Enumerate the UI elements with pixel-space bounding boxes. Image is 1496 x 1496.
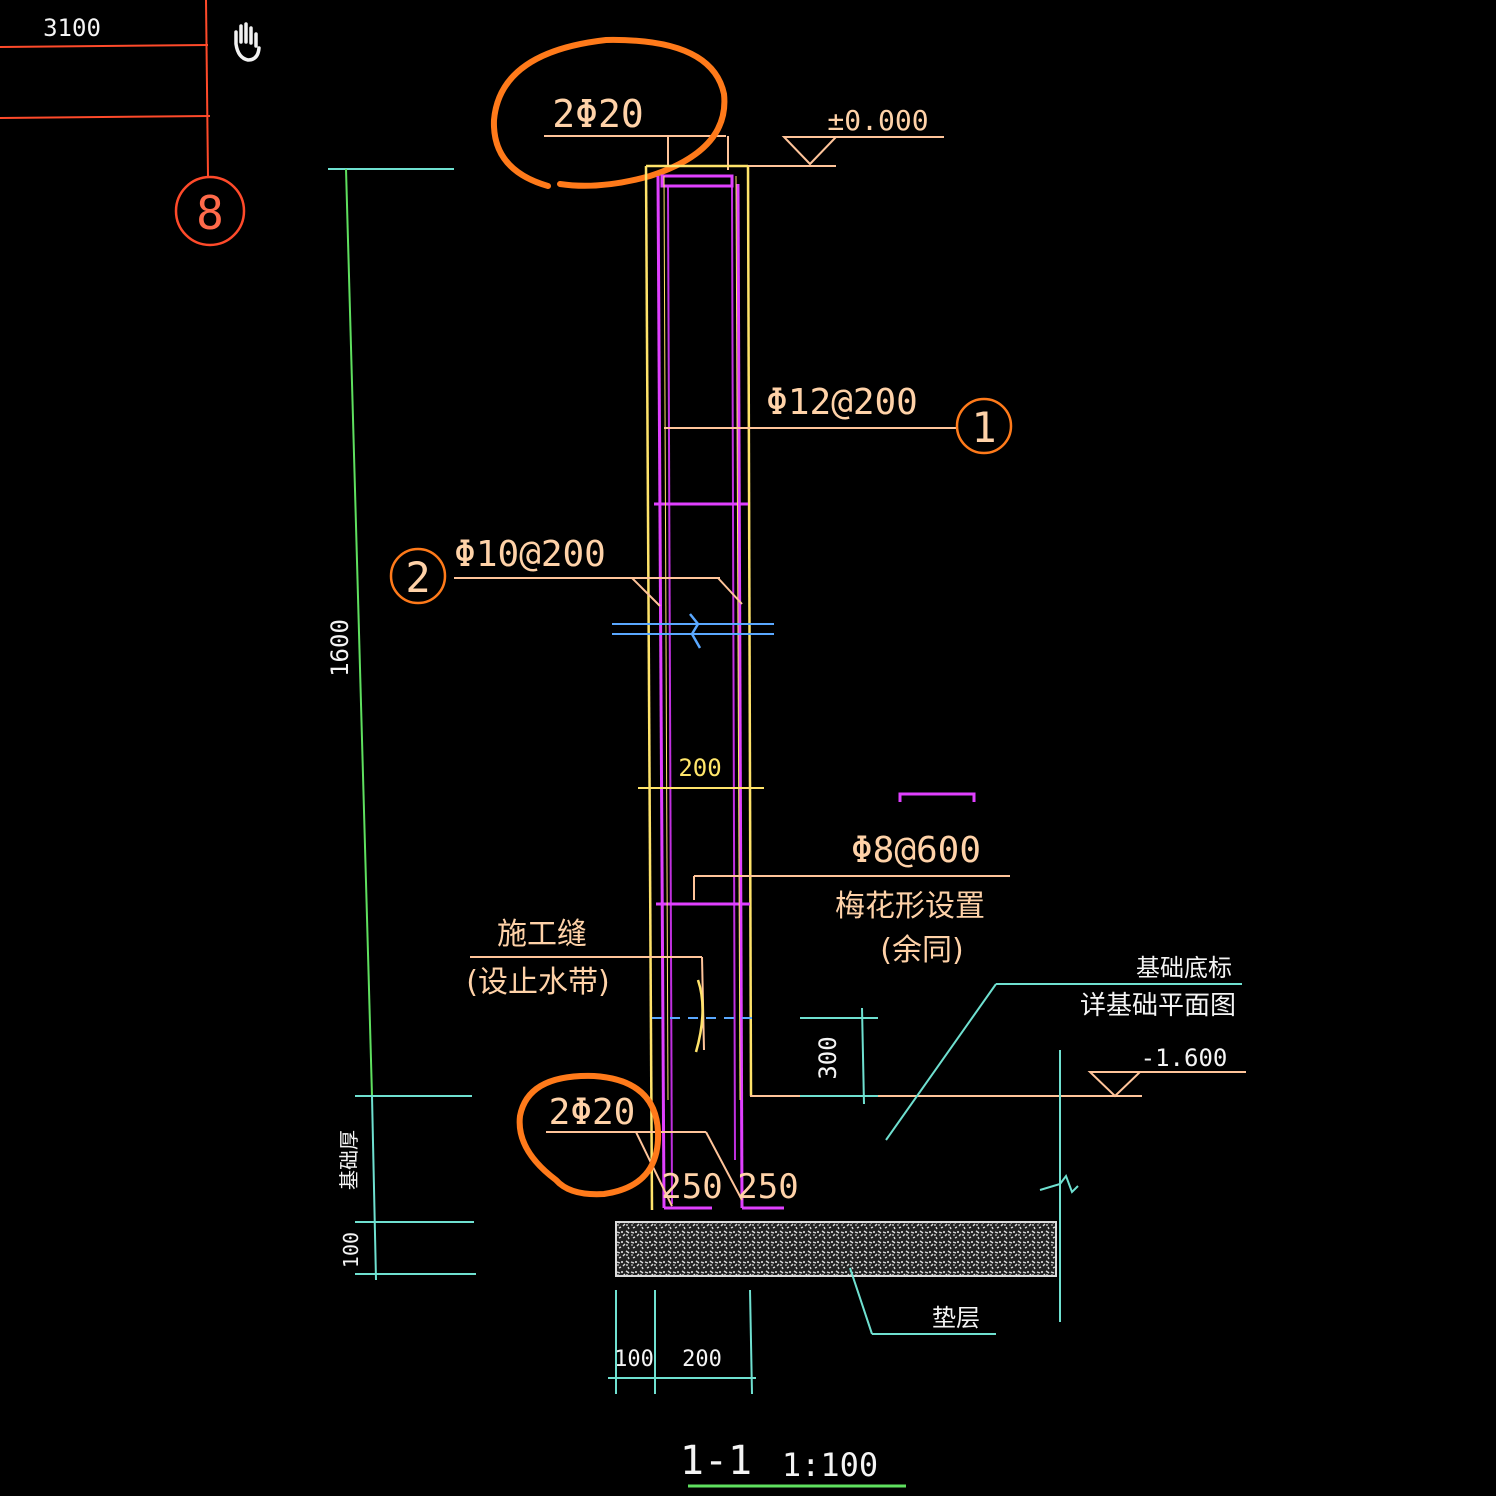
bot-bar-leader-right (705, 1131, 743, 1201)
water-stop-icon (694, 979, 704, 1053)
axis-8-group: 8 3100 (0, 0, 246, 247)
tie-bar-note-2: (余同) (880, 933, 963, 968)
highlight-circle-top-icon (490, 36, 728, 189)
section-title-group: 1-1 1:100 (680, 1438, 906, 1488)
right-break-symbol-icon (1039, 1173, 1079, 1194)
dim-line-lower (371, 1095, 377, 1281)
dim-line-1600 (345, 168, 373, 1097)
joint-label-2: (设止水带) (466, 965, 609, 1000)
axis-bubble-8 (174, 175, 246, 247)
vert-bar-label: Φ10@200 (454, 534, 606, 575)
dim-300-label: 300 (814, 1036, 842, 1079)
left-dimension-group: 1600 基础厚 100 (326, 168, 476, 1281)
cushion-hatch (615, 1221, 1057, 1277)
found-note-leader (885, 983, 997, 1141)
horiz-bar-callout-group: Φ12@200 1 (664, 382, 1013, 455)
wall-face-left (644, 165, 654, 1211)
rebar-vertical-right (736, 183, 744, 1209)
top-bar-label: 2Φ20 (552, 92, 644, 136)
axis-dim-line-bottom (0, 115, 211, 119)
rebar-inner-left (667, 185, 673, 1205)
tie-bar-symbol-icon (898, 792, 976, 802)
bot-bar-label: 2Φ20 (549, 1092, 636, 1133)
tag-label-1: 1 (971, 403, 996, 452)
construction-joint-group: 施工缝 (设止水带) (466, 917, 752, 1053)
wall-inner-line-b (735, 175, 741, 1101)
elevation-triangle-bottom-icon (1087, 1071, 1143, 1098)
break-symbol-icon (689, 613, 702, 649)
section-scale: 1:100 (782, 1446, 878, 1484)
axis-dim-3100: 3100 (43, 14, 101, 42)
highlight-circle-bottom-icon (516, 1072, 662, 1198)
dim-label-100v: 100 (339, 1232, 363, 1268)
hand-cursor-icon[interactable] (234, 22, 261, 62)
horiz-bar-label: Φ12@200 (766, 382, 918, 423)
wall-thk-label: 200 (678, 754, 721, 782)
found-note-label-2: 详基础平面图 (1080, 991, 1236, 1021)
vert-bar-leader-right (717, 577, 743, 605)
rebar-vertical-left (656, 175, 666, 1209)
dim-label-base: 基础厚 (337, 1130, 361, 1190)
vert-bar-leader-left (631, 577, 661, 607)
wall-thickness-dim-group: 200 (638, 754, 764, 789)
bot-bar-leader-left (635, 1131, 673, 1207)
cushion-label: 垫层 (932, 1304, 980, 1332)
axis-line-8 (205, 0, 209, 177)
wall-section-group (644, 164, 784, 1211)
bottom-dimension-group: 100 200 (608, 1289, 756, 1395)
cushion-leader (849, 1267, 873, 1335)
axis-label-8: 8 (196, 186, 224, 240)
lap-right-label: 250 (737, 1167, 798, 1207)
tag-bubble-2 (389, 547, 447, 605)
top-annotation-group: 2Φ20 ±0.000 (490, 36, 944, 189)
foundation-level-group: 300 基础底标 详基础平面图 -1.600 (750, 954, 1246, 1322)
cushion-group: 垫层 (615, 1221, 1057, 1335)
section-title: 1-1 (680, 1438, 752, 1484)
bdim-label-200: 200 (682, 1347, 722, 1372)
bottom-bar-callout-group: 2Φ20 250 250 (516, 1072, 799, 1207)
vert-bar-callout-group: 2 Φ10@200 (389, 534, 743, 607)
axis-dim-line-top (0, 44, 209, 48)
top-bar-box (660, 174, 734, 188)
tie-bar-note: 梅花形设置 (835, 889, 985, 924)
elevation-triangle-top-icon (781, 136, 839, 166)
dim-300-line (861, 1007, 865, 1105)
bot-elev-label: -1.600 (1141, 1044, 1228, 1072)
joint-label: 施工缝 (497, 917, 587, 952)
lap-left-label: 250 (661, 1167, 722, 1207)
rebar-inner-right (731, 185, 736, 1161)
break-line-group (612, 613, 774, 649)
bdim-label-100: 100 (614, 1347, 654, 1372)
top-elev-label: ±0.000 (827, 104, 928, 137)
wall-face-right (746, 165, 753, 1097)
tag-bubble-1 (955, 397, 1013, 455)
dim-label-1600: 1600 (326, 619, 354, 677)
tag-label-2: 2 (405, 553, 430, 602)
tie-bar-callout-group: Φ8@600 梅花形设置 (余同) (693, 792, 1010, 968)
wall-inner-line-a (663, 175, 669, 1101)
found-note-label: 基础底标 (1136, 954, 1232, 982)
bdim-ext-3 (749, 1289, 753, 1395)
tie-bar-label: Φ8@600 (851, 830, 981, 871)
